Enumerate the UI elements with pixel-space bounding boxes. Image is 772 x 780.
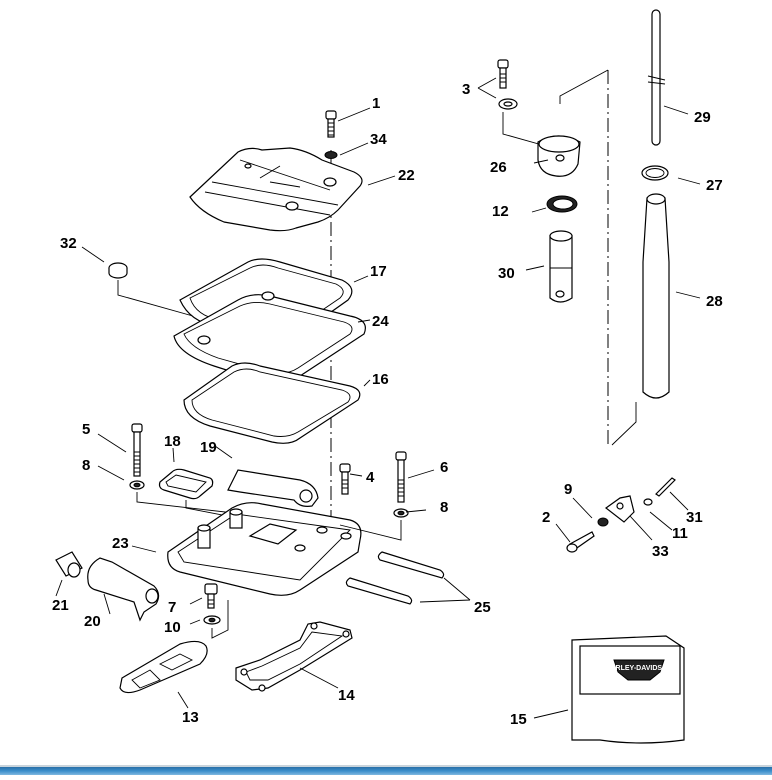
callout-8-right: 8	[440, 499, 448, 516]
callout-leaders	[55, 77, 701, 719]
callout-33: 33	[652, 543, 669, 560]
tappet-part-30	[549, 230, 573, 303]
leader-8-right-line	[339, 520, 402, 541]
callout-9: 9	[564, 481, 572, 498]
tappet-cover-part-26	[537, 135, 581, 177]
callout-18: 18	[164, 433, 181, 450]
leader-32-line	[117, 280, 201, 319]
pin-part-25-lower	[345, 577, 413, 605]
callout-24: 24	[372, 313, 389, 330]
leader-right-top	[559, 69, 609, 104]
callout-32: 32	[60, 235, 77, 252]
callout-31: 31	[686, 509, 703, 526]
callout-5: 5	[82, 421, 90, 438]
callout-1: 1	[372, 95, 380, 112]
callout-7: 7	[168, 599, 176, 616]
bushing-part-21	[55, 551, 83, 578]
plug-part-32	[108, 262, 128, 279]
screw-part-3	[497, 59, 509, 89]
callout-19: 19	[200, 439, 217, 456]
screw-part-1	[325, 110, 337, 138]
rocker-support-part-23	[167, 502, 362, 596]
callout-3: 3	[462, 81, 470, 98]
rocker-arm-part-19	[227, 469, 319, 507]
leader-10-line	[211, 600, 229, 639]
callout-25: 25	[474, 599, 491, 616]
callout-13: 13	[182, 709, 199, 726]
pin-part-25-upper	[377, 551, 445, 579]
gasket-part-16	[183, 362, 361, 444]
pushrod-part-29	[647, 9, 666, 146]
logo-text: HARLEY-DAVIDSON	[605, 665, 672, 672]
harley-davidson-logo	[613, 659, 665, 681]
washer-part-3	[498, 98, 518, 110]
callout-22: 22	[398, 167, 415, 184]
bracket-part-33	[604, 495, 635, 523]
pin-part-31	[655, 477, 676, 497]
callout-34: 34	[370, 131, 387, 148]
callout-15: 15	[510, 711, 527, 728]
gasket-part-14	[235, 621, 353, 692]
bolt-part-5	[131, 423, 143, 477]
callout-26: 26	[490, 159, 507, 176]
callout-14: 14	[338, 687, 355, 704]
callout-27: 27	[706, 177, 723, 194]
callout-12: 12	[492, 203, 509, 220]
callout-30: 30	[498, 265, 515, 282]
callout-17: 17	[370, 263, 387, 280]
callout-21: 21	[52, 597, 69, 614]
leader-right-bottom	[611, 402, 637, 446]
callout-11: 11	[672, 525, 688, 542]
bolt-part-2	[566, 531, 595, 553]
washer-part-34	[324, 151, 338, 159]
window-bottom-bar	[0, 765, 772, 775]
callout-16: 16	[372, 371, 389, 388]
callout-2: 2	[542, 509, 550, 526]
callout-20: 20	[84, 613, 101, 630]
seal-part-18	[158, 468, 214, 500]
callout-4: 4	[366, 469, 375, 486]
callout-23: 23	[112, 535, 129, 552]
kit-box-part-15: HARLEY-DAVIDSON	[571, 635, 685, 744]
callout-6: 6	[440, 459, 448, 476]
pushrod-cover-part-28	[642, 193, 670, 399]
bolt-part-7	[204, 583, 218, 609]
rocker-cover-part-22	[189, 147, 363, 232]
screw-part-4	[339, 463, 351, 495]
bolt-part-6	[395, 451, 407, 503]
rocker-arm-part-20	[87, 557, 160, 622]
callout-8-left: 8	[82, 457, 90, 474]
gasket-part-13	[119, 640, 208, 694]
callout-29: 29	[694, 109, 711, 126]
callout-10: 10	[164, 619, 181, 636]
washer-part-11	[643, 498, 653, 506]
callout-28: 28	[706, 293, 723, 310]
o-ring-part-12	[546, 195, 578, 213]
washer-part-9	[597, 517, 609, 527]
